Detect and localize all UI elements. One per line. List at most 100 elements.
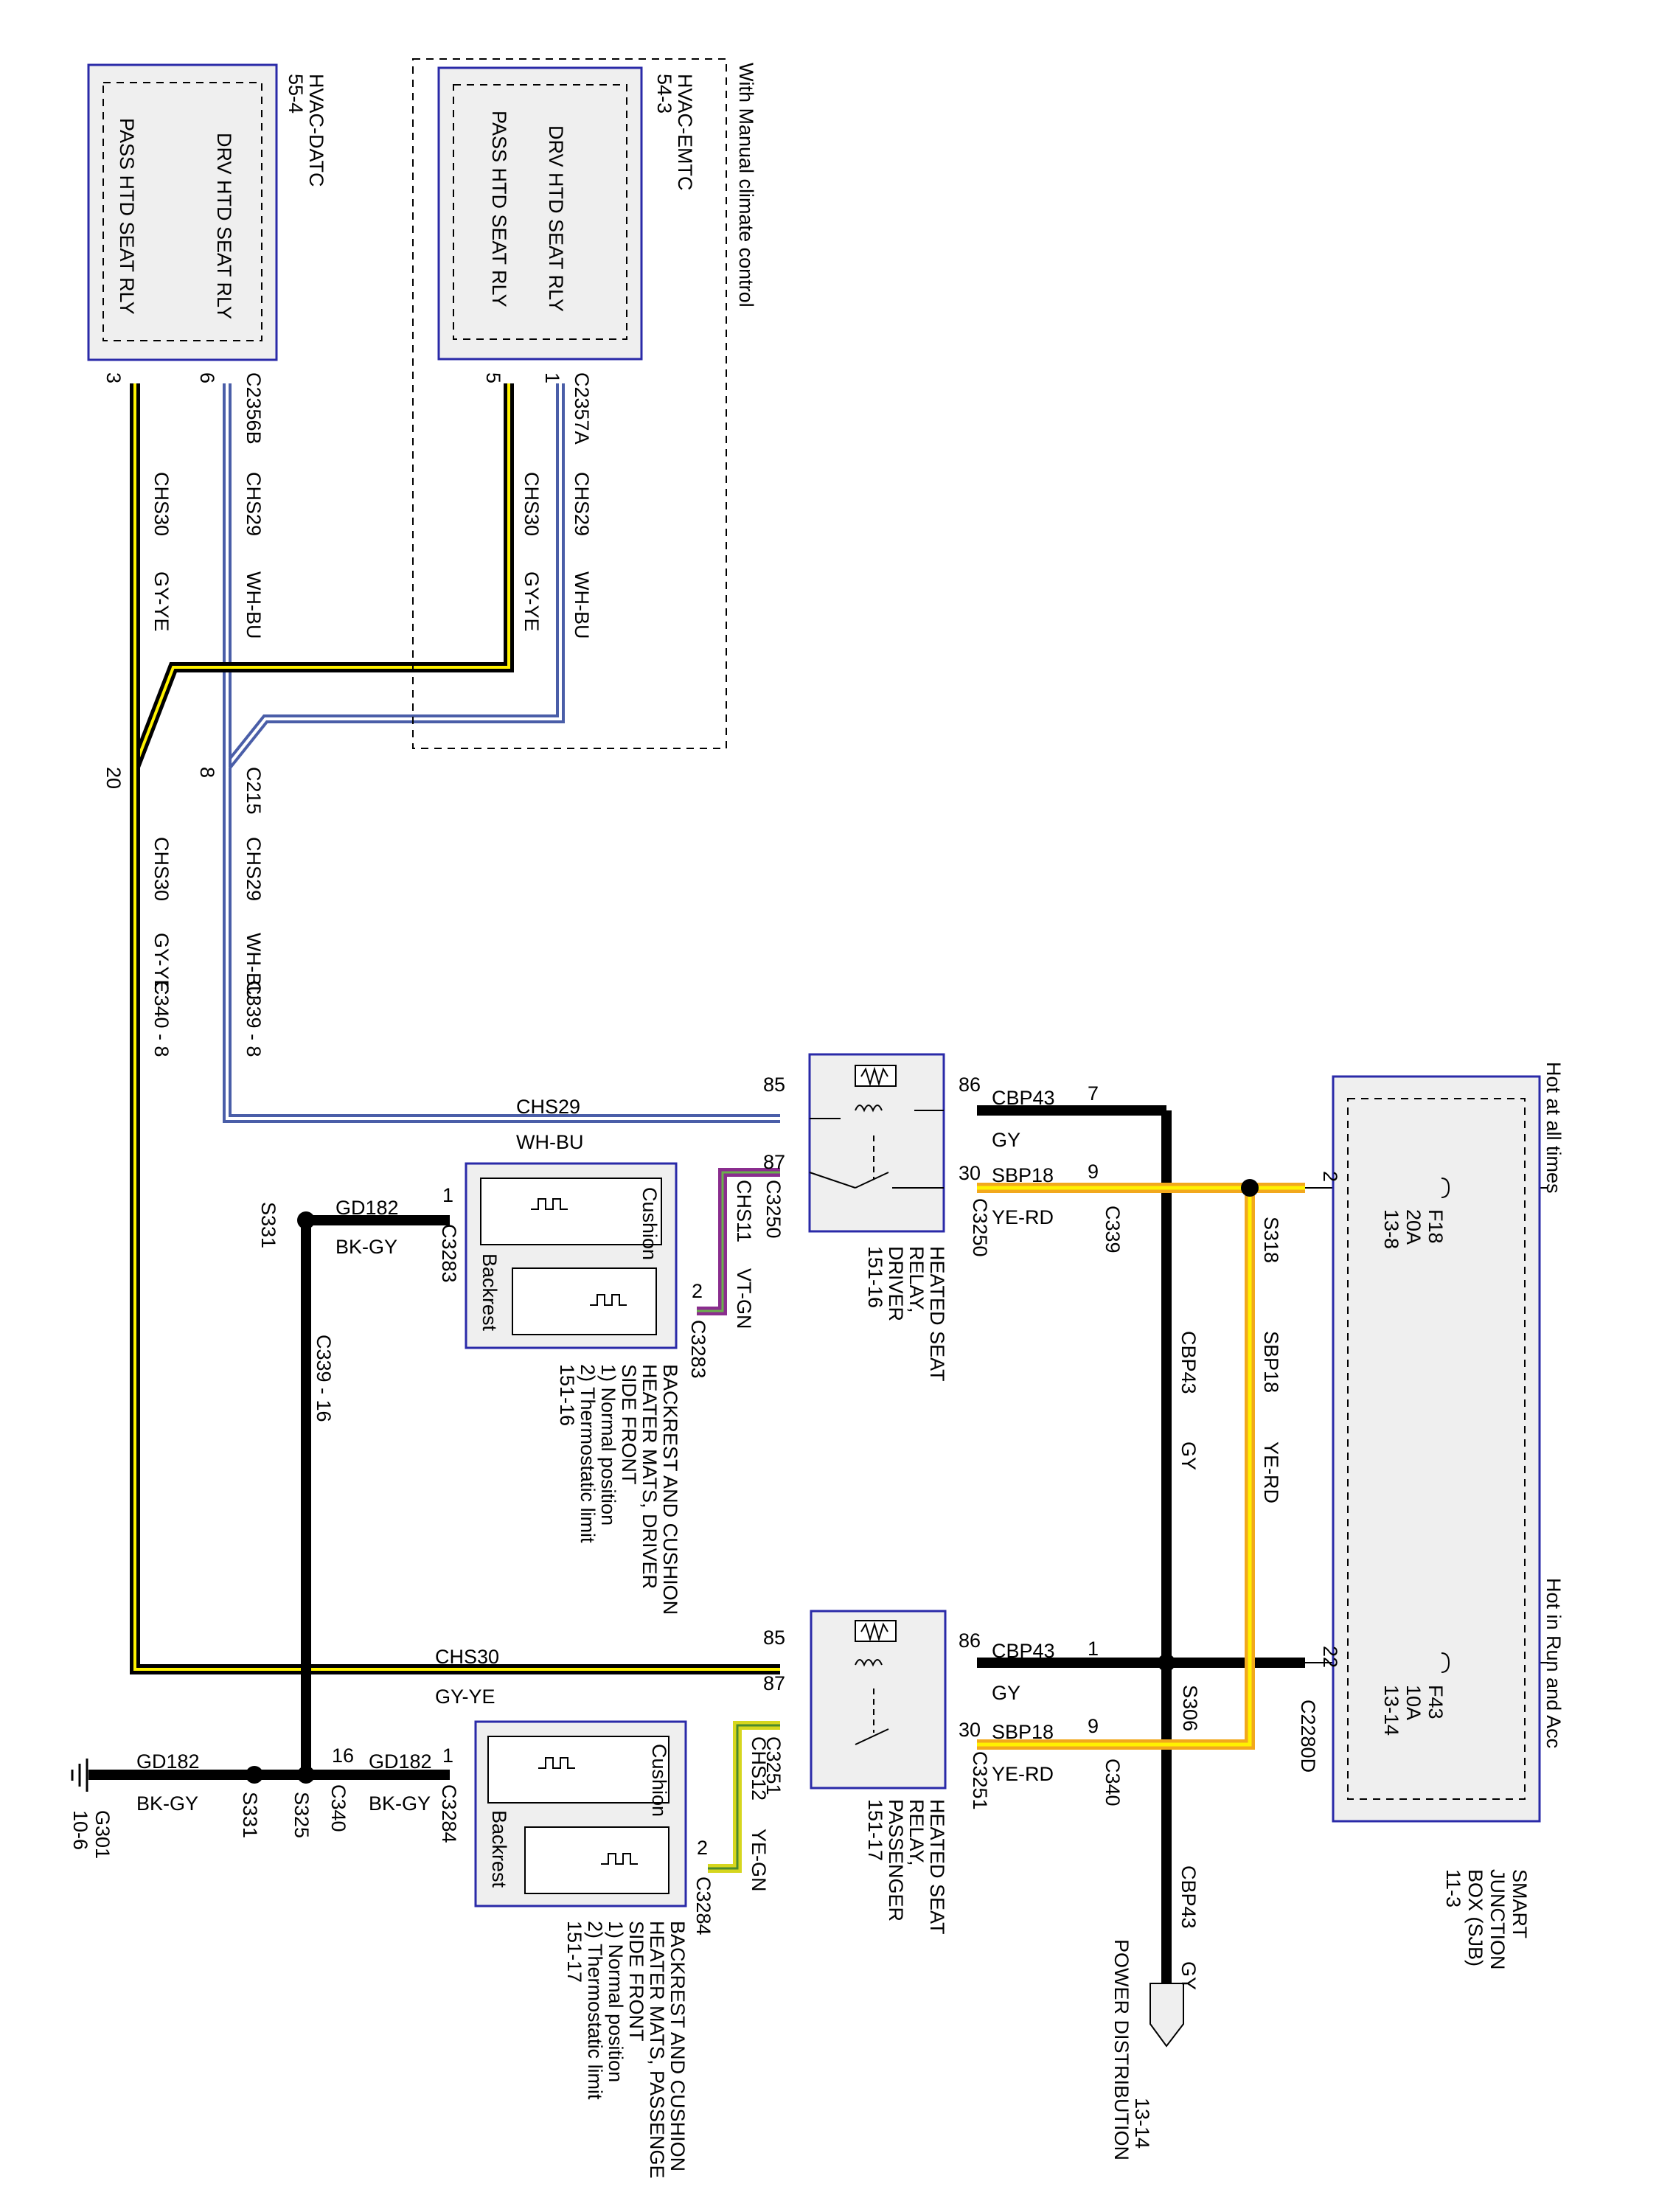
wire-label: SBP18: [992, 1721, 1054, 1743]
wire-label: GY-YE: [435, 1686, 495, 1708]
pin-label: 1: [442, 1184, 453, 1206]
power-distribution-arrow-icon: [1150, 1983, 1184, 2048]
fuse-f43-name: F43: [1425, 1685, 1447, 1719]
wire-label: CHS11: [733, 1180, 755, 1242]
relay-driver-line: RELAY,: [905, 1246, 928, 1313]
hvac-emtc-drv: DRV HTD SEAT RLY: [545, 125, 567, 312]
connector-label: C3284: [692, 1877, 714, 1935]
connector-label: C339 - 16: [313, 1335, 335, 1422]
ground-icon: [71, 1759, 88, 1792]
pin-label: 1: [442, 1745, 453, 1767]
connector-label: C3284: [438, 1784, 460, 1843]
relay-pass-line: PASSENGER: [885, 1799, 907, 1921]
pin-label: 9: [1088, 1161, 1099, 1183]
sjb-title-line: BOX (SJB): [1464, 1869, 1486, 1966]
fuse-f43-rating: 10A: [1402, 1685, 1425, 1720]
wire-label: GY: [1178, 1961, 1200, 1990]
splice-s331-icon: [297, 1211, 315, 1229]
wire-label: YE-RD: [992, 1763, 1054, 1785]
splice-s306-icon: [1158, 1654, 1175, 1672]
backrest-label: Backrest: [479, 1253, 501, 1332]
mat-pass-line: 2) Thermostatic limit: [584, 1921, 606, 2100]
hvac-datc-drv: DRV HTD SEAT RLY: [213, 133, 235, 319]
relay-pass-line: RELAY,: [905, 1799, 928, 1866]
splice-label: S318: [1260, 1217, 1282, 1263]
mat-driver-line: HEATER MATS, DRIVER: [639, 1364, 661, 1589]
cushion-label: Cushion: [639, 1187, 661, 1260]
connector-label: C3283: [687, 1320, 709, 1379]
pin-label: 87: [763, 1672, 785, 1694]
relay-driver-line: DRIVER: [885, 1246, 907, 1321]
pin-label: 85: [763, 1627, 785, 1649]
connector-label: C3251: [762, 1736, 785, 1795]
heater-mats-driver: [465, 1162, 678, 1349]
wire-chs29: [223, 383, 780, 1123]
wire-label: CBP43: [1178, 1865, 1200, 1929]
splice-label: S306: [1179, 1685, 1201, 1731]
wire-label: YE-RD: [1260, 1441, 1282, 1503]
heater-element-icon: [590, 1294, 627, 1306]
connector-label: C3250: [969, 1198, 991, 1257]
connector-label: C340: [327, 1784, 349, 1832]
wire-label: GY: [992, 1129, 1020, 1151]
pin-label: 1: [1088, 1638, 1099, 1660]
pin-label: 3: [102, 372, 125, 383]
connector-label: C3283: [438, 1224, 460, 1283]
pin-label: 1: [541, 372, 563, 383]
wire-label: VT-GN: [733, 1268, 755, 1329]
mat-pass-line: SIDE FRONT: [625, 1921, 647, 2042]
pin-label: 2: [692, 1280, 703, 1302]
hvac-emtc-pass: PASS HTD SEAT RLY: [488, 111, 510, 307]
mat-driver-line: 2) Thermostatic limit: [577, 1364, 599, 1543]
splice-s331b-icon: [246, 1766, 263, 1784]
mat-pass-line: HEATER MATS, PASSENGE: [646, 1921, 668, 2179]
pin-label: 30: [959, 1162, 981, 1184]
wire-cbp43: [977, 1105, 1305, 1983]
wire-label: CBP43: [992, 1087, 1055, 1109]
power-distribution-page: 13-14: [1131, 2098, 1153, 2149]
wire-label: GY-YE: [150, 933, 173, 993]
heater-element-icon: [538, 1757, 575, 1769]
relay-pass-line: 151-17: [864, 1799, 886, 1861]
connector-label: C2356B: [243, 372, 265, 445]
pin-label: 20: [102, 767, 125, 789]
wire-label: CHS29: [243, 472, 265, 536]
hvac-datc-pass: PASS HTD SEAT RLY: [116, 118, 138, 315]
connector-label: C340: [1102, 1759, 1124, 1806]
connector-label: C2280D: [1297, 1700, 1319, 1773]
wire-label: GY: [992, 1682, 1020, 1704]
relay-driver-line: 151-16: [864, 1246, 886, 1308]
heated-seat-relay-driver: [808, 1053, 945, 1233]
pin-label: 2: [1319, 1171, 1341, 1182]
wire-label: WH-BU: [243, 571, 265, 639]
heater-mats-passenger: [474, 1720, 687, 1907]
wire-label: CBP43: [992, 1640, 1055, 1662]
pin-label: 87: [763, 1151, 785, 1173]
hvac-emtc-name: HVAC-EMTC: [674, 74, 696, 191]
fuse-f43-ref: 13-14: [1380, 1685, 1402, 1736]
heater-element-icon: [601, 1853, 638, 1865]
splice-label: S325: [291, 1792, 313, 1838]
ground-ref: 10-6: [69, 1810, 91, 1850]
wire-label: CHS12: [748, 1736, 770, 1801]
wire-label: CHS30: [150, 837, 173, 901]
wire-label: BK-GY: [369, 1792, 431, 1815]
wire-label: GD182: [335, 1197, 399, 1219]
hot-at-all-times-label: Hot at all times: [1543, 1062, 1565, 1194]
sjb-title-line: SMART: [1509, 1869, 1531, 1938]
sjb-title-line: 11-3: [1442, 1869, 1464, 1907]
wire-label: SBP18: [1260, 1331, 1282, 1393]
mat-pass-line: BACKREST AND CUSHION: [667, 1921, 689, 2171]
relay-pass-line: HEATED SEAT: [926, 1799, 948, 1935]
hot-in-run-label: Hot in Run and Acc: [1543, 1578, 1565, 1748]
splice-s318-icon: [1241, 1179, 1259, 1197]
wire-label: BK-GY: [136, 1792, 198, 1815]
wire-chs12: [708, 1721, 780, 1873]
fuse-f18-icon: [1441, 1178, 1450, 1198]
wire-label: WH-BU: [243, 933, 265, 1000]
connector-label: C339 - 8: [243, 981, 265, 1057]
hvac-datc-module: [87, 63, 278, 361]
wire-label: CBP43: [1178, 1331, 1200, 1394]
wire-label: CHS29: [243, 837, 265, 901]
